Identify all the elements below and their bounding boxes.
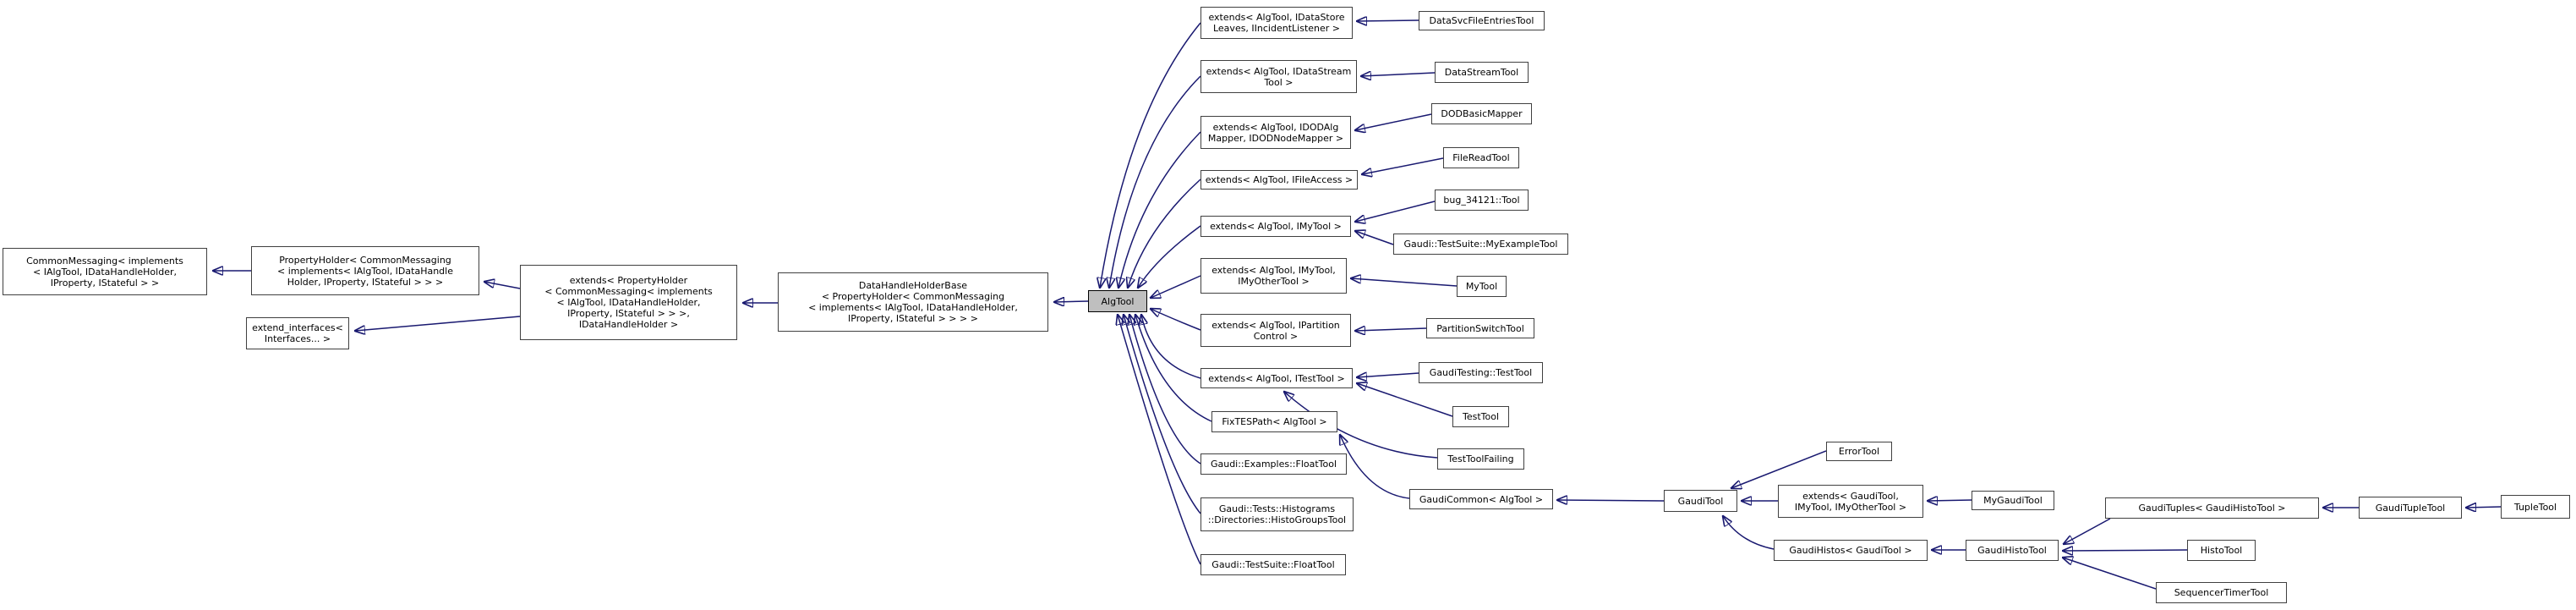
- class-node-extends-propertyholder[interactable]: extends< PropertyHolder < CommonMessagin…: [520, 265, 737, 340]
- class-node-gaudituplettool[interactable]: GaudiTupleTool: [2359, 497, 2462, 519]
- edge-testsuitefloattool-algtool: [1118, 315, 1201, 565]
- edge-datastreamtool: [1361, 73, 1436, 76]
- class-node-histotool[interactable]: HistoTool: [2187, 540, 2256, 561]
- class-node-mygauditool[interactable]: MyGaudiTool: [1972, 491, 2054, 510]
- class-node-gaudicommon[interactable]: GaudiCommon< AlgTool >: [1409, 489, 1553, 509]
- edge-gauditool-gaudicommon: [1557, 500, 1665, 501]
- edge-extendsph-extendinterfaces: [355, 316, 521, 331]
- edge-idatastreamtool-algtool: [1109, 75, 1201, 288]
- class-node-extend-interfaces[interactable]: extend_interfaces< Interfaces... >: [246, 317, 349, 349]
- edge-filereadtool: [1362, 157, 1444, 174]
- edge-gaudicommon-fixtespath: [1340, 435, 1410, 499]
- edge-bug34121tool: [1355, 201, 1436, 222]
- class-node-gauditool[interactable]: GaudiTool: [1664, 490, 1737, 512]
- class-node-gaudituples[interactable]: GaudiTuples< GaudiHistoTool >: [2105, 497, 2319, 519]
- edge-mytool: [1351, 278, 1458, 287]
- edge-mygauditool: [1928, 500, 1972, 501]
- class-node-mytool[interactable]: MyTool: [1457, 276, 1507, 297]
- class-node-testtool[interactable]: TestTool: [1452, 406, 1509, 427]
- class-node-bug-34121-tool[interactable]: bug_34121::Tool: [1435, 190, 1529, 211]
- edge-fixtespath-algtool: [1135, 315, 1212, 422]
- class-node-common-messaging[interactable]: CommonMessaging< implements < IAlgTool, …: [3, 248, 207, 295]
- class-node-extends-idodalgmapper[interactable]: extends< AlgTool, IDODAlg Mapper, IDODNo…: [1200, 116, 1351, 149]
- class-node-property-holder[interactable]: PropertyHolder< CommonMessaging < implem…: [251, 246, 479, 295]
- class-node-extends-imytool[interactable]: extends< AlgTool, IMyTool >: [1200, 216, 1351, 237]
- class-node-extends-itesttool[interactable]: extends< AlgTool, ITestTool >: [1200, 368, 1353, 388]
- edge-testtool: [1357, 383, 1453, 417]
- edge-gauditestingtesttool: [1357, 373, 1419, 377]
- edge-histogroupstool-algtool: [1124, 315, 1201, 514]
- class-node-extends-idatastoreleaves[interactable]: extends< AlgTool, IDataStore Leaves, IIn…: [1200, 7, 1353, 39]
- class-node-testsuite-floattool[interactable]: Gaudi::TestSuite::FloatTool: [1200, 554, 1346, 575]
- edge-myexampletool: [1355, 231, 1394, 245]
- edge-partitionswitchtool: [1355, 328, 1427, 331]
- edge-testtoolfailing: [1284, 392, 1438, 459]
- edge-examplesfloattool-algtool: [1129, 315, 1201, 464]
- class-node-sequencertimertool[interactable]: SequencerTimerTool: [2156, 582, 2287, 603]
- class-node-gaudihistos[interactable]: GaudiHistos< GaudiTool >: [1774, 540, 1928, 561]
- class-node-datasvcfileentriestool[interactable]: DataSvcFileEntriesTool: [1419, 11, 1545, 30]
- edge-imytool2-algtool: [1151, 275, 1201, 298]
- class-node-datahandleholderbase[interactable]: DataHandleHolderBase < PropertyHolder< C…: [778, 272, 1048, 332]
- edge-ifileaccess-algtool: [1128, 179, 1201, 288]
- class-node-dodbasicmapper[interactable]: DODBasicMapper: [1431, 103, 1532, 124]
- class-node-extends-ifileaccess[interactable]: extends< AlgTool, IFileAccess >: [1200, 170, 1358, 190]
- class-node-errortool[interactable]: ErrorTool: [1826, 442, 1892, 461]
- edge-ipartitioncontrol-algtool: [1151, 309, 1201, 331]
- edge-idatastoreleaves-algtool: [1100, 22, 1201, 288]
- edge-extendsph-propertyholder: [484, 282, 521, 289]
- edge-tupletool-gaudituplettool: [2466, 507, 2502, 508]
- class-node-testtoolfailing[interactable]: TestToolFailing: [1437, 448, 1524, 470]
- class-node-algtool[interactable]: AlgTool: [1088, 290, 1147, 312]
- class-node-extends-gauditool-imytool[interactable]: extends< GaudiTool, IMyTool, IMyOtherToo…: [1778, 485, 1923, 518]
- class-node-extends-imytool-imyothertool[interactable]: extends< AlgTool, IMyTool, IMyOtherTool …: [1200, 258, 1347, 294]
- edge-idodalgmapper-algtool: [1118, 131, 1201, 288]
- class-node-myexampletool[interactable]: Gaudi::TestSuite::MyExampleTool: [1393, 234, 1568, 255]
- edge-itesttool-algtool: [1141, 315, 1201, 379]
- class-node-filereadtool[interactable]: FileReadTool: [1443, 147, 1519, 168]
- class-node-gaudihistotool[interactable]: GaudiHistoTool: [1966, 540, 2059, 561]
- class-node-partitionswitchtool[interactable]: PartitionSwitchTool: [1426, 318, 1534, 338]
- edge-imytool-algtool: [1138, 225, 1201, 288]
- edge-dodbasicmapper: [1355, 113, 1432, 130]
- class-node-examples-floattool[interactable]: Gaudi::Examples::FloatTool: [1200, 453, 1347, 475]
- class-node-tupletool[interactable]: TupleTool: [2501, 495, 2570, 519]
- edge-datasvcfileentriestool: [1357, 20, 1419, 21]
- edge-algtool-dhhb: [1054, 301, 1089, 302]
- edge-errortool-gauditool: [1731, 450, 1827, 488]
- class-node-extends-idatastreamtool[interactable]: extends< AlgTool, IDataStream Tool >: [1200, 60, 1357, 93]
- class-node-datastreamtool[interactable]: DataStreamTool: [1435, 62, 1529, 83]
- edge-histotool-gaudihistotool: [2063, 550, 2188, 551]
- edge-gaudihistos-gauditool: [1723, 516, 1775, 550]
- edge-sequencertimertool-gaudihistotool: [2063, 558, 2157, 590]
- class-node-gauditesting-testtool[interactable]: GaudiTesting::TestTool: [1419, 362, 1543, 383]
- edge-gaudituples-gaudihistotool: [2064, 518, 2111, 544]
- class-node-histogroupstool[interactable]: Gaudi::Tests::Histograms ::Directories::…: [1200, 497, 1354, 531]
- class-node-fixtespath[interactable]: FixTESPath< AlgTool >: [1211, 411, 1337, 432]
- class-node-extends-ipartitioncontrol[interactable]: extends< AlgTool, IPartition Control >: [1200, 314, 1351, 347]
